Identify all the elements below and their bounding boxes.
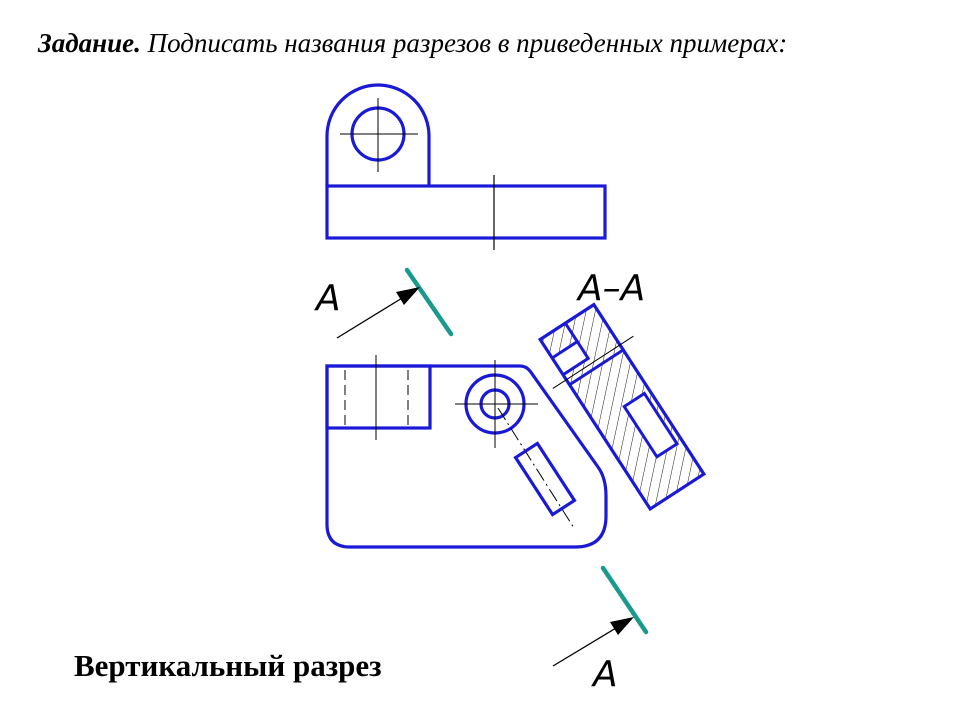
view-arrow-bottom [610,617,634,635]
cut-plane-bottom [552,565,649,667]
section-label: A–A [576,268,645,309]
front-view-body [325,364,608,549]
cut-label-top: A [314,278,341,319]
task-text: Подписать названия разрезов в приведенны… [147,28,788,58]
cut-label-bottom: A [591,654,618,695]
front-view-lug-section [325,364,432,430]
view-arrow-top [396,287,420,305]
front-view-slot [513,441,577,517]
top-view-base-plate [325,184,607,240]
cut-plane-top-stroke [404,267,454,337]
section-a-a [537,302,707,512]
task-lead: Задание. [38,28,141,58]
task-statement: Задание. Подписать названия разрезов в п… [38,28,938,59]
cut-plane-bottom-stroke [600,565,649,635]
section-slot [622,391,680,459]
front-view [325,355,608,549]
section-type-answer: Вертикальный разрез [74,648,382,683]
section-axis [552,335,634,389]
top-view-lug [325,83,431,186]
top-view [325,83,607,250]
cut-plane-top [336,267,454,339]
